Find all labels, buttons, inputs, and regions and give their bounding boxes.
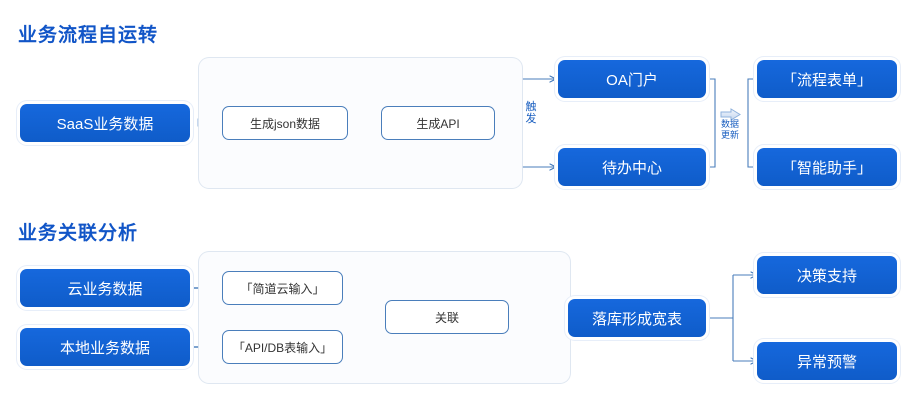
- node-apidb-input[interactable]: 「API/DB表输入」: [222, 330, 343, 364]
- node-smart-assistant[interactable]: 「智能助手」: [757, 148, 897, 186]
- node-cloud-business-data[interactable]: 云业务数据: [20, 269, 190, 307]
- node-todo-center[interactable]: 待办中心: [558, 148, 706, 186]
- connector-label-trigger: 触发: [525, 101, 537, 125]
- section-title-business-correlation: 业务关联分析: [18, 223, 139, 244]
- wire-targets-collector: [706, 78, 716, 168]
- wire-outputs-distributor: [747, 78, 757, 168]
- node-anomaly-alert[interactable]: 异常预警: [757, 342, 897, 380]
- node-store-wide-table[interactable]: 落库形成宽表: [568, 299, 706, 337]
- node-jiandaoyun-input[interactable]: 「简道云输入」: [222, 271, 343, 305]
- node-process-form[interactable]: 「流程表单」: [757, 60, 897, 98]
- node-local-business-data[interactable]: 本地业务数据: [20, 328, 190, 366]
- node-generate-json[interactable]: 生成json数据: [222, 106, 348, 140]
- node-correlate[interactable]: 关联: [385, 300, 509, 334]
- node-oa-portal[interactable]: OA门户: [558, 60, 706, 98]
- section-title-process-automation: 业务流程自运转: [18, 25, 159, 46]
- node-generate-api[interactable]: 生成API: [381, 106, 495, 140]
- node-saas-business-data[interactable]: SaaS业务数据: [20, 104, 190, 142]
- node-decision-support[interactable]: 决策支持: [757, 256, 897, 294]
- connector-label-data-update: 数据更新: [720, 119, 739, 140]
